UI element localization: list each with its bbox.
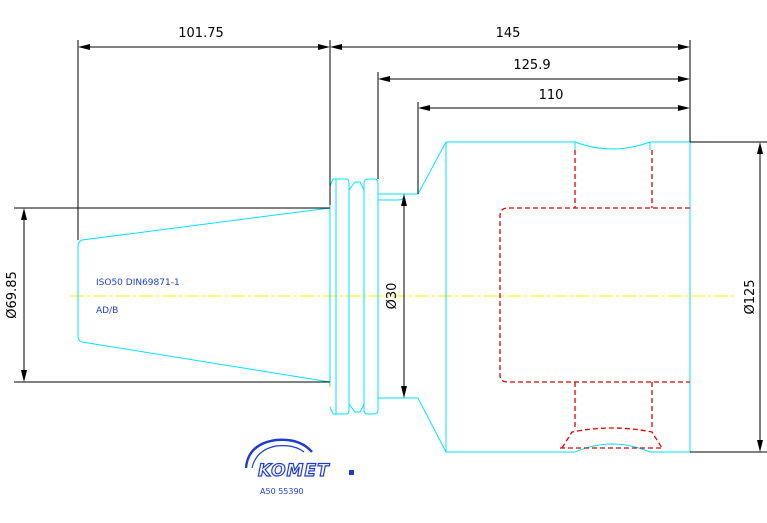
komet-logo: KOMET A50 55390 xyxy=(244,438,354,496)
logo-brand: KOMET xyxy=(258,461,330,481)
dimension-lines xyxy=(14,40,767,453)
dim-body-length: 110 xyxy=(539,88,564,103)
logo-part-number: A50 55390 xyxy=(260,487,304,496)
dim-shank-length: 101.75 xyxy=(178,26,224,41)
dimension-arrows xyxy=(21,44,763,452)
dim-neck-diameter: Ø30 xyxy=(385,283,400,310)
dim-taper-diameter: Ø69.85 xyxy=(5,271,20,318)
hidden-lines xyxy=(499,150,690,449)
tool-holder-outline xyxy=(77,141,691,453)
dim-flange-length: 125.9 xyxy=(513,58,550,73)
dim-body-diameter: Ø125 xyxy=(743,279,758,314)
dim-overall-length: 145 xyxy=(496,26,521,41)
logo-arc xyxy=(244,438,313,469)
form-note: AD/B xyxy=(96,306,118,316)
standard-note: ISO50 DIN69871-1 xyxy=(96,278,180,288)
